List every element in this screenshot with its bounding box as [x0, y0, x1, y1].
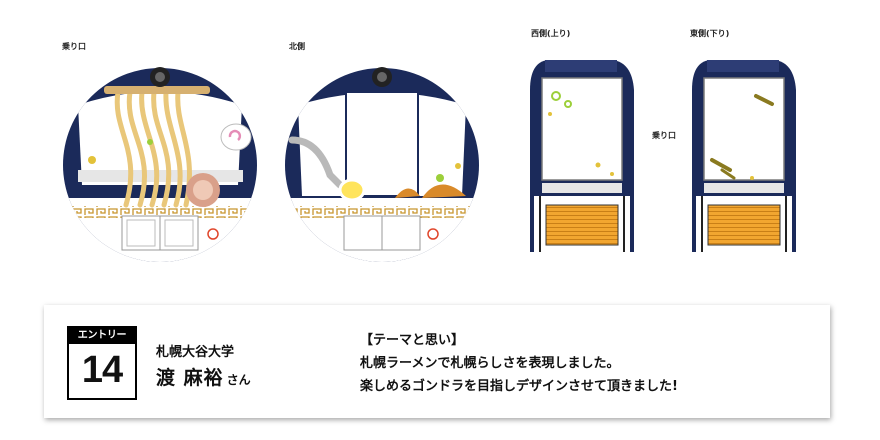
- view-label-north: 北側: [289, 42, 305, 51]
- view-label-west: 西側(上り): [531, 29, 571, 38]
- theme-line-2: 楽しめるゴンドラを目指しデザインさせて頂きました!: [360, 379, 678, 394]
- entry-card: エントリーNo. 14 札幌大谷大学 渡 麻裕さん 【テーマと思い】 札幌ラーメ…: [44, 305, 830, 418]
- theme-heading: 【テーマと思い】: [360, 333, 465, 348]
- theme-line-1: 札幌ラーメンで札幌らしさを表現しました。: [360, 356, 620, 371]
- author-honorific: さん: [226, 373, 251, 387]
- circle-view-north: [285, 67, 479, 262]
- theme-block: 【テーマと思い】 札幌ラーメンで札幌らしさを表現しました。 楽しめるゴンドラを目…: [360, 329, 678, 398]
- side-view-west: [530, 60, 634, 252]
- gondola-artwork: [63, 60, 796, 262]
- circle-view-boarding: [63, 67, 257, 262]
- ladle-icon: [288, 136, 344, 189]
- menma-icon: [754, 94, 774, 106]
- university-name: 札幌大谷大学: [156, 345, 235, 360]
- author: 渡 麻裕さん: [156, 363, 251, 390]
- view-label-boarding-left: 乗り口: [62, 42, 86, 51]
- entry-number-box: エントリーNo. 14: [67, 326, 137, 400]
- meander-border-icon: [63, 206, 257, 218]
- naruto-icon: [228, 129, 242, 141]
- door-slats-icon: [545, 204, 619, 246]
- view-label-boarding-right: 乗り口: [652, 131, 676, 140]
- author-name: 渡 麻裕: [156, 367, 224, 389]
- view-label-east: 東側(下り): [690, 29, 730, 38]
- logo-icon: [207, 228, 219, 240]
- side-view-east: [692, 60, 796, 252]
- egg-icon: [338, 178, 366, 202]
- entry-number: 14: [81, 349, 123, 391]
- entry-label: エントリーNo.: [69, 328, 135, 357]
